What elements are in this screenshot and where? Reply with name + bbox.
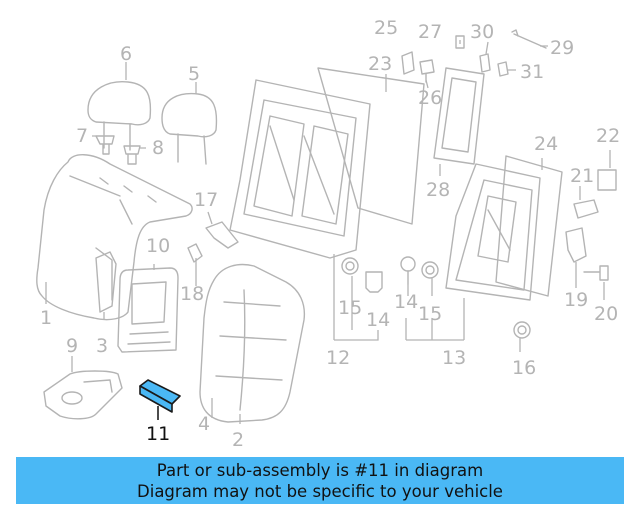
callout-23: 23: [368, 53, 392, 75]
callout-labels: 1 2 3 4 5 6 7 8 9 10 11 12 13 14 14 15 1…: [40, 17, 620, 451]
leader-lines: [45, 40, 611, 424]
part-armrest-housing-10: [117, 267, 179, 353]
callout-27: 27: [418, 21, 442, 43]
callout-25: 25: [374, 17, 398, 39]
callout-6: 6: [120, 43, 132, 65]
part-bushing-15-right: [421, 261, 439, 279]
part-panel-24: [495, 155, 563, 297]
callout-13: 13: [442, 347, 466, 369]
part-small-31: [497, 61, 509, 77]
part-bolt-14-left: [365, 271, 383, 293]
info-banner: Part or sub-assembly is #11 in diagram D…: [16, 457, 624, 504]
callout-15-right: 15: [418, 303, 442, 325]
part-headrest-right: [161, 92, 218, 165]
callout-8: 8: [152, 137, 164, 159]
callout-18: 18: [180, 283, 204, 305]
part-hinge-19: [565, 227, 587, 263]
part-backrest-frame-right: [445, 163, 541, 301]
callout-26: 26: [418, 87, 442, 109]
part-bolt-20: [583, 265, 609, 281]
callout-24: 24: [534, 133, 558, 155]
callout-21: 21: [570, 165, 594, 187]
callout-30: 30: [470, 21, 494, 43]
part-backrest-pad-1: [36, 154, 193, 321]
banner-line-2: Diagram may not be specific to your vehi…: [137, 482, 503, 501]
part-small-25: [401, 51, 415, 75]
callout-2: 2: [232, 429, 244, 451]
callout-29: 29: [550, 37, 574, 59]
part-clip-18: [187, 243, 203, 263]
part-small-30: [479, 53, 491, 73]
banner-line-1: Part or sub-assembly is #11 in diagram: [156, 461, 484, 480]
part-bracket-21: [573, 199, 599, 219]
part-small-27: [455, 35, 465, 49]
callout-14-right: 14: [394, 291, 418, 313]
part-frame-28: [433, 67, 485, 165]
callout-7: 7: [76, 125, 88, 147]
callout-22: 22: [596, 125, 620, 147]
callout-14-left: 14: [366, 309, 390, 331]
callout-5: 5: [188, 63, 200, 85]
part-cushion-2: [199, 263, 306, 423]
callout-12: 12: [326, 347, 350, 369]
callout-16: 16: [512, 357, 536, 379]
part-bushing-15-left: [341, 257, 359, 275]
part-bracket-17: [205, 221, 239, 249]
callout-3: 3: [96, 335, 108, 357]
part-backrest-frame: [229, 79, 371, 259]
callout-9: 9: [66, 335, 78, 357]
callout-10: 10: [146, 235, 170, 257]
callout-4: 4: [198, 413, 210, 435]
part-small-26: [419, 59, 435, 83]
callout-20: 20: [594, 303, 618, 325]
part-guide-8: [123, 145, 141, 165]
part-small-29: [511, 29, 547, 49]
callout-31: 31: [520, 61, 544, 83]
callout-15-left: 15: [338, 297, 362, 319]
part-bushing-16: [513, 321, 531, 339]
part-armrest-9: [43, 370, 123, 420]
callout-17: 17: [194, 189, 218, 211]
part-trim-3: [95, 251, 117, 313]
part-guide-7: [95, 135, 115, 155]
callout-28: 28: [426, 179, 450, 201]
part-11-highlighted[interactable]: [139, 379, 181, 413]
part-panel-23: [317, 67, 425, 225]
callout-19: 19: [564, 289, 588, 311]
part-bolt-14-right: [400, 256, 416, 285]
callout-1: 1: [40, 307, 52, 329]
part-latch-22: [597, 169, 617, 191]
callout-11: 11: [146, 423, 170, 445]
